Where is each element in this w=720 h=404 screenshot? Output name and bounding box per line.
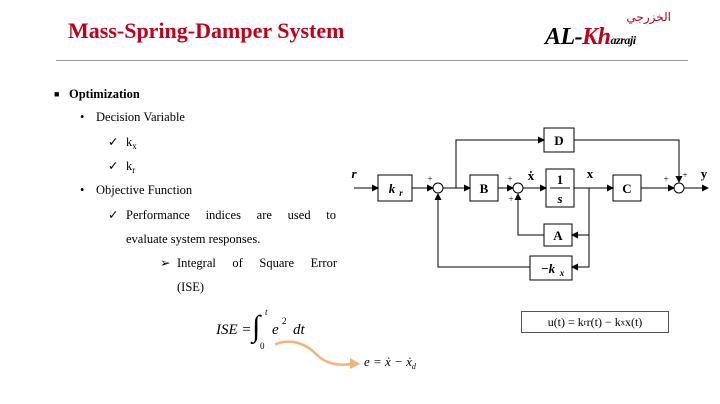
performance-line-2: evaluate system responses. — [126, 232, 261, 246]
var-kr: kr — [126, 159, 136, 175]
block-c: C — [622, 181, 631, 196]
block-int-num: 1 — [557, 172, 564, 187]
ise-dt: dt — [293, 322, 305, 338]
ise-line-1: Integral of Square Error — [177, 256, 337, 270]
section-heading: Optimization — [69, 87, 140, 101]
logo-arabic-text: الخزرجي — [626, 10, 671, 24]
state-x-label: x — [587, 166, 594, 181]
block-b: B — [480, 181, 489, 196]
curved-arrow-icon — [274, 340, 360, 369]
check-icon: ✓ — [108, 159, 119, 173]
block-kr-sub: r — [399, 188, 403, 198]
block-kr: k — [389, 181, 396, 196]
ise-upper-limit: t — [265, 307, 268, 317]
output-y-label: y — [701, 166, 708, 181]
slide-title: Mass-Spring-Damper System — [68, 18, 345, 43]
block-kx: −k — [541, 261, 556, 276]
check-icon: ✓ — [108, 208, 119, 222]
ise-lower-limit: 0 — [260, 341, 265, 351]
block-kx-sub: x — [559, 268, 565, 278]
ise-power: 2 — [282, 316, 287, 326]
block-a: A — [553, 228, 563, 243]
sum3-plus-top: + — [682, 170, 687, 180]
arrow-bullet-icon: ➢ — [160, 256, 171, 270]
error-definition: e = ẋ − ẋd — [364, 354, 416, 371]
block-diagram: r y x ẋ k r B 1 s C D A −k x + + + + + — [351, 127, 709, 281]
block-d: D — [554, 133, 563, 148]
ise-line-2: (ISE) — [177, 280, 205, 294]
sum2-plus-bottom: + — [508, 194, 513, 204]
dot-bullet-icon: • — [80, 110, 85, 124]
performance-line-1: Performance indices are used to — [126, 208, 336, 222]
check-icon: ✓ — [108, 135, 119, 149]
square-bullet-icon: ■ — [54, 89, 60, 99]
sum2-plus-top: + — [507, 174, 512, 184]
ise-lhs: ISE = — [216, 322, 252, 338]
title-divider — [56, 60, 688, 61]
state-xdot-label: ẋ — [528, 168, 535, 183]
decision-variable-label: Decision Variable — [96, 110, 185, 124]
dot-bullet-icon: • — [80, 183, 85, 197]
block-int-den: s — [556, 191, 562, 206]
sum3-plus-left: + — [663, 174, 668, 184]
integral-sign: ∫ — [252, 310, 261, 343]
var-kx: kx — [126, 135, 137, 151]
logo-text: AL-Khazraji — [545, 24, 636, 50]
ise-integrand: e — [272, 322, 279, 338]
objective-function-label: Objective Function — [96, 183, 193, 197]
input-r-label: r — [351, 166, 357, 181]
author-logo: الخزرجي AL-Khazraji — [543, 10, 673, 54]
sum1-plus-label: + — [427, 174, 432, 184]
